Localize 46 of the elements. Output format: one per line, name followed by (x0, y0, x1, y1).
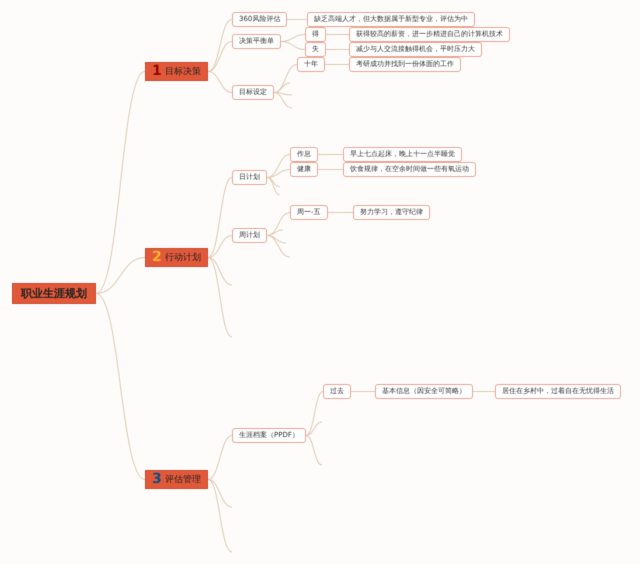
root-topic-box: 职业生涯规划 (12, 283, 96, 304)
branch-line (280, 41, 306, 50)
branch-line (326, 34, 350, 35)
branch-line (306, 435, 322, 466)
branch-line (208, 41, 232, 72)
branch-line (266, 235, 286, 244)
main-topic-box (145, 470, 208, 489)
branch-line (472, 391, 496, 392)
branch-line (96, 293, 146, 480)
branch-line (208, 479, 232, 508)
branch-line (266, 230, 284, 236)
branch-line (208, 19, 232, 72)
branch-line (208, 71, 232, 93)
branch-line (324, 64, 350, 65)
branch-line (266, 169, 290, 178)
topic-label: 目标决策 (164, 67, 201, 77)
branch-line (96, 71, 146, 294)
branch-line (208, 257, 232, 338)
branch-line (266, 154, 290, 178)
branch-line (274, 82, 290, 93)
branch-line (274, 92, 292, 108)
branch-line (286, 19, 308, 20)
branch-line (208, 235, 232, 258)
branch-line (318, 154, 344, 155)
branch-line (326, 49, 350, 50)
number-label: 2 (152, 249, 162, 265)
branch-line (328, 212, 354, 213)
branch-line (350, 391, 376, 392)
main-topic-box (145, 62, 208, 81)
number-label: 3 (152, 471, 162, 487)
topic-label: 行动计划 (164, 253, 201, 263)
branch-line (208, 257, 232, 286)
branch-line (96, 257, 146, 294)
branch-line (208, 177, 232, 258)
branch-line (306, 422, 322, 436)
topic-label: 评估管理 (164, 475, 201, 485)
branch-line (306, 391, 324, 436)
branch-line (208, 435, 232, 480)
branch-line (266, 177, 280, 188)
branch-line (208, 479, 232, 552)
branch-line (318, 169, 344, 170)
branch-line (274, 92, 292, 96)
number-label: 1 (152, 63, 162, 79)
branch-line (266, 177, 280, 196)
main-topic-box (145, 248, 208, 267)
branch-line (266, 235, 290, 258)
